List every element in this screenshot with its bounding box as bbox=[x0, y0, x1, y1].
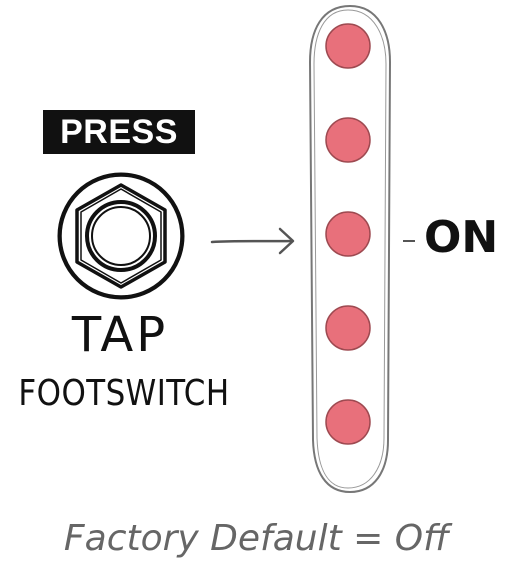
arrow-right-icon bbox=[210, 227, 295, 255]
footswitch-icon bbox=[57, 172, 185, 300]
led-5 bbox=[325, 399, 371, 445]
tap-label: TAP bbox=[71, 307, 169, 363]
led-3 bbox=[325, 211, 371, 257]
on-indicator-dash bbox=[403, 240, 415, 242]
led-strip bbox=[308, 4, 392, 494]
led-2 bbox=[325, 117, 371, 163]
led-4 bbox=[325, 305, 371, 351]
on-label: ON bbox=[424, 212, 499, 263]
press-badge: PRESS bbox=[43, 110, 195, 154]
factory-default-caption: Factory Default = Off bbox=[63, 518, 450, 559]
footswitch-label: FOOTSWITCH bbox=[18, 373, 230, 414]
led-1 bbox=[325, 23, 371, 69]
